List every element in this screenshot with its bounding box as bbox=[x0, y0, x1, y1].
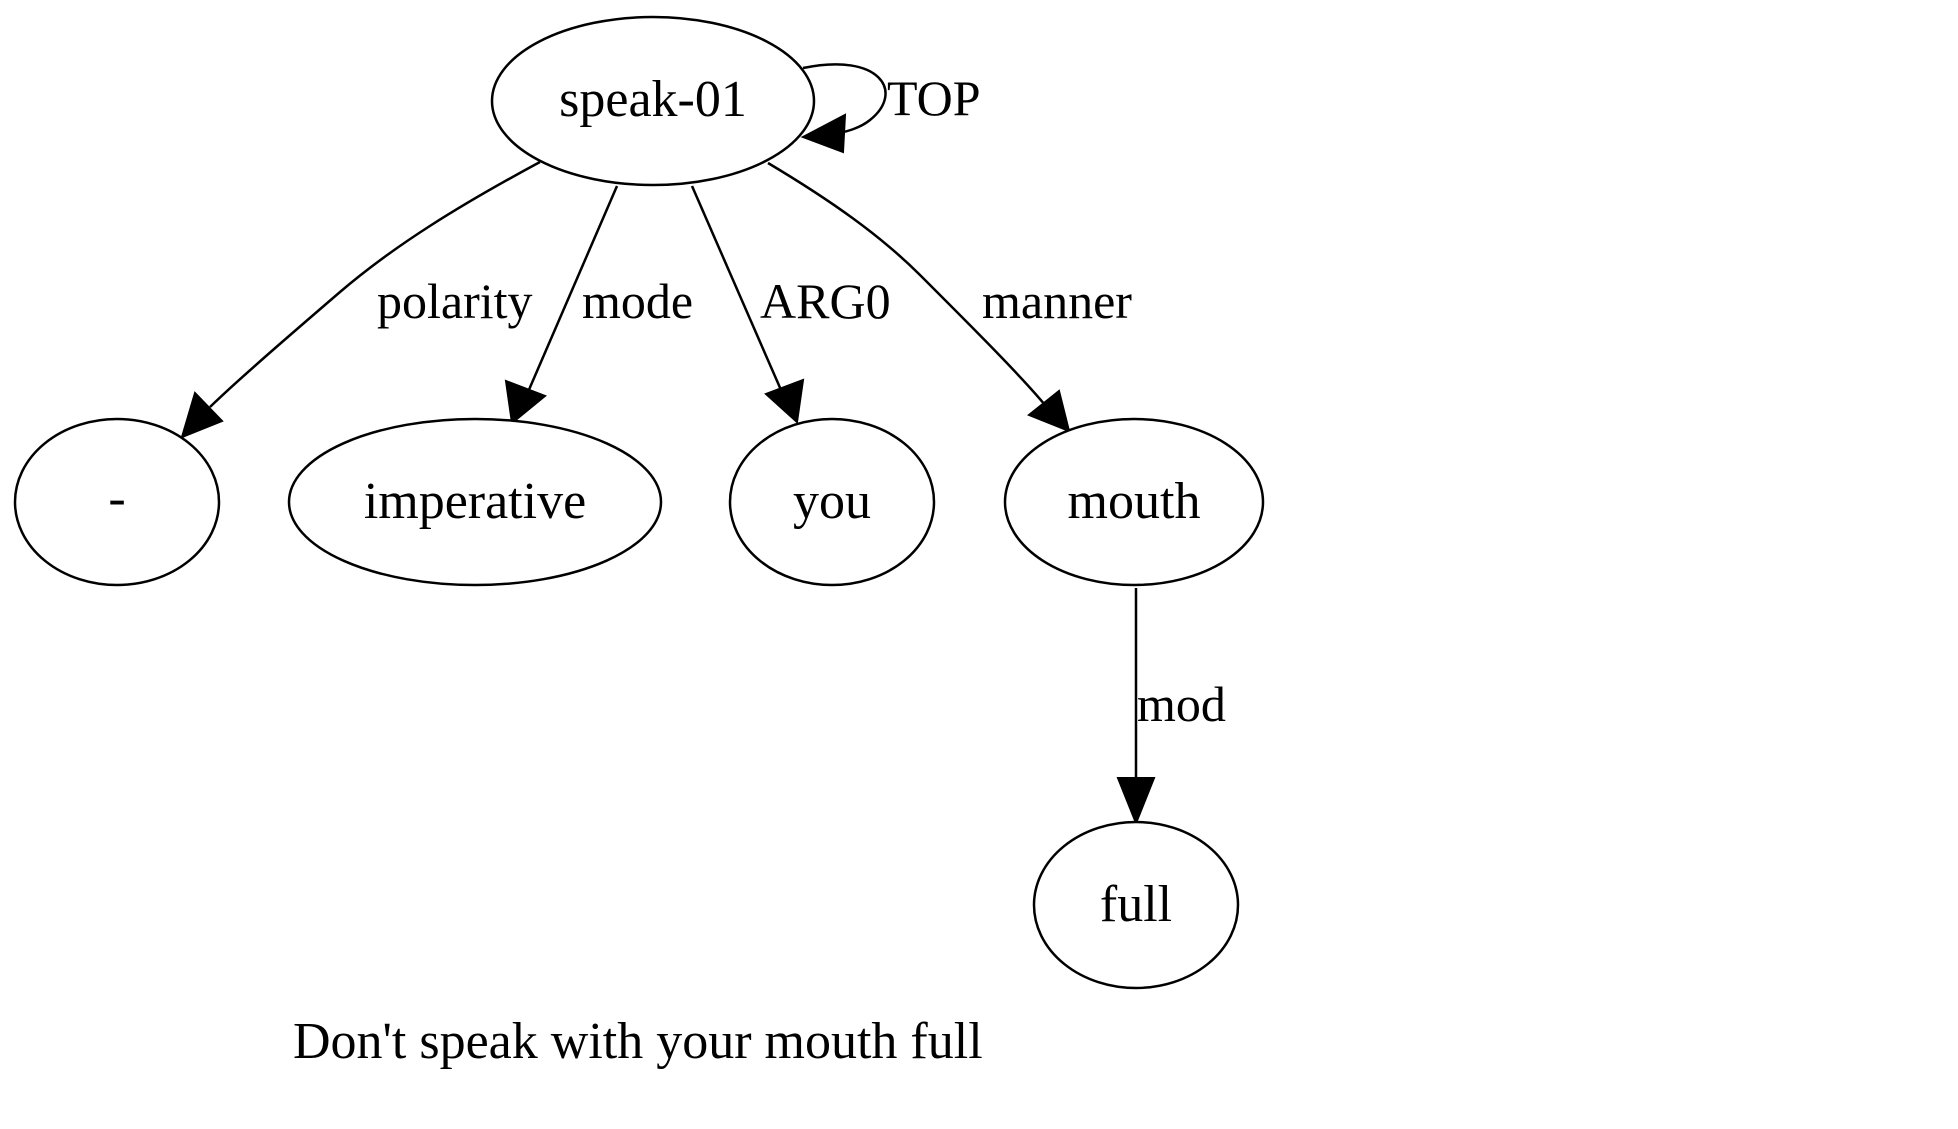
edge-mod: mod bbox=[1116, 588, 1226, 826]
node-label-imperative: imperative bbox=[364, 473, 586, 530]
edge-label-polarity: polarity bbox=[377, 273, 533, 329]
node-polarity-minus: - bbox=[13, 417, 221, 587]
edge-polarity: polarity bbox=[180, 160, 541, 439]
node-mouth: mouth bbox=[1003, 417, 1265, 587]
node-label-mouth: mouth bbox=[1068, 473, 1201, 530]
edge-arg0: ARG0 bbox=[690, 185, 891, 425]
edge-mode: mode bbox=[504, 185, 693, 425]
node-speak-01: speak-01 bbox=[490, 15, 816, 187]
node-imperative: imperative bbox=[287, 417, 663, 587]
node-label-polarity-minus: - bbox=[108, 470, 125, 527]
node-full: full bbox=[1032, 820, 1240, 990]
edge-label-arg0: ARG0 bbox=[760, 273, 891, 329]
edge-label-top: TOP bbox=[887, 70, 981, 126]
edge-label-mode: mode bbox=[582, 273, 693, 329]
graph-caption: Don't speak with your mouth full bbox=[293, 1013, 983, 1070]
node-you: you bbox=[728, 417, 936, 587]
edge-label-manner: manner bbox=[982, 273, 1132, 329]
edge-manner: manner bbox=[767, 161, 1132, 433]
node-label-you: you bbox=[793, 473, 871, 530]
node-label-speak-01: speak-01 bbox=[559, 71, 747, 128]
edge-top: TOP bbox=[800, 63, 981, 154]
edge-label-mod: mod bbox=[1137, 676, 1226, 732]
node-label-full: full bbox=[1100, 876, 1172, 933]
